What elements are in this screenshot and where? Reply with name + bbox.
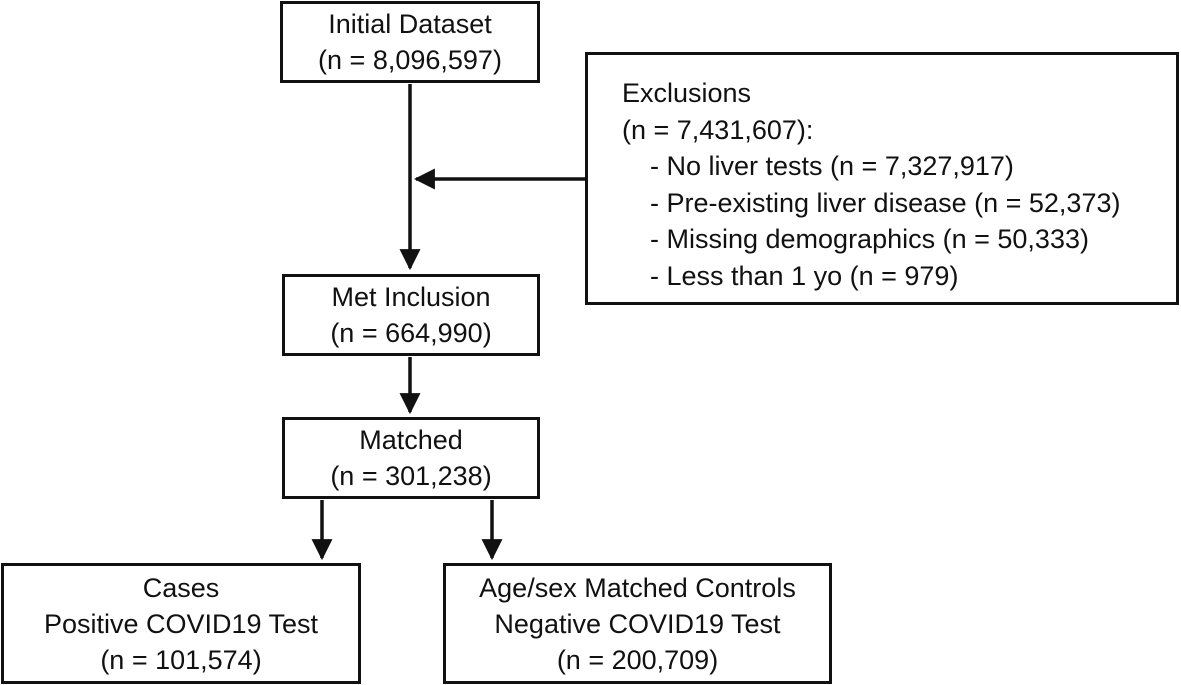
matched-title: Matched (359, 425, 463, 455)
exclusion-item-pre-existing-liver-disease: - Pre-existing liver disease (n = 52,373… (650, 187, 1121, 218)
exclusion-item-missing-demographics: - Missing demographics (n = 50,333) (650, 224, 1089, 254)
cases-count: (n = 101,574) (100, 644, 262, 675)
cases-subtitle: Positive COVID19 Test (43, 608, 319, 639)
met-inclusion-count: (n = 664,990) (330, 318, 492, 348)
exclusions-box: Exclusions (n = 7,431,607): - No liver t… (585, 52, 1179, 305)
met-inclusion-box: Met Inclusion (n = 664,990) (282, 274, 540, 356)
exclusion-item-no-liver-tests: - No liver tests (n = 7,327,917) (650, 151, 1014, 181)
controls-title: Age/sex Matched Controls (479, 572, 796, 603)
controls-count: (n = 200,709) (556, 644, 719, 675)
initial-dataset-box: Initial Dataset (n = 8,096,597) (280, 1, 540, 83)
matched-box: Matched (n = 301,238) (282, 417, 540, 499)
cases-box: Cases Positive COVID19 Test (n = 101,574… (1, 563, 361, 684)
initial-dataset-title: Initial Dataset (328, 9, 492, 39)
cases-title: Cases (142, 572, 220, 603)
initial-dataset-count: (n = 8,096,597) (318, 45, 502, 75)
controls-box: Age/sex Matched Controls Negative COVID1… (443, 563, 832, 684)
met-inclusion-title: Met Inclusion (331, 282, 491, 312)
matched-count: (n = 301,238) (330, 461, 492, 491)
exclusions-count: (n = 7,431,607): (622, 114, 814, 145)
controls-subtitle: Negative COVID19 Test (494, 608, 781, 639)
exclusions-title: Exclusions (622, 78, 752, 108)
exclusion-item-less-than-1-yo: - Less than 1 yo (n = 979) (650, 260, 959, 291)
